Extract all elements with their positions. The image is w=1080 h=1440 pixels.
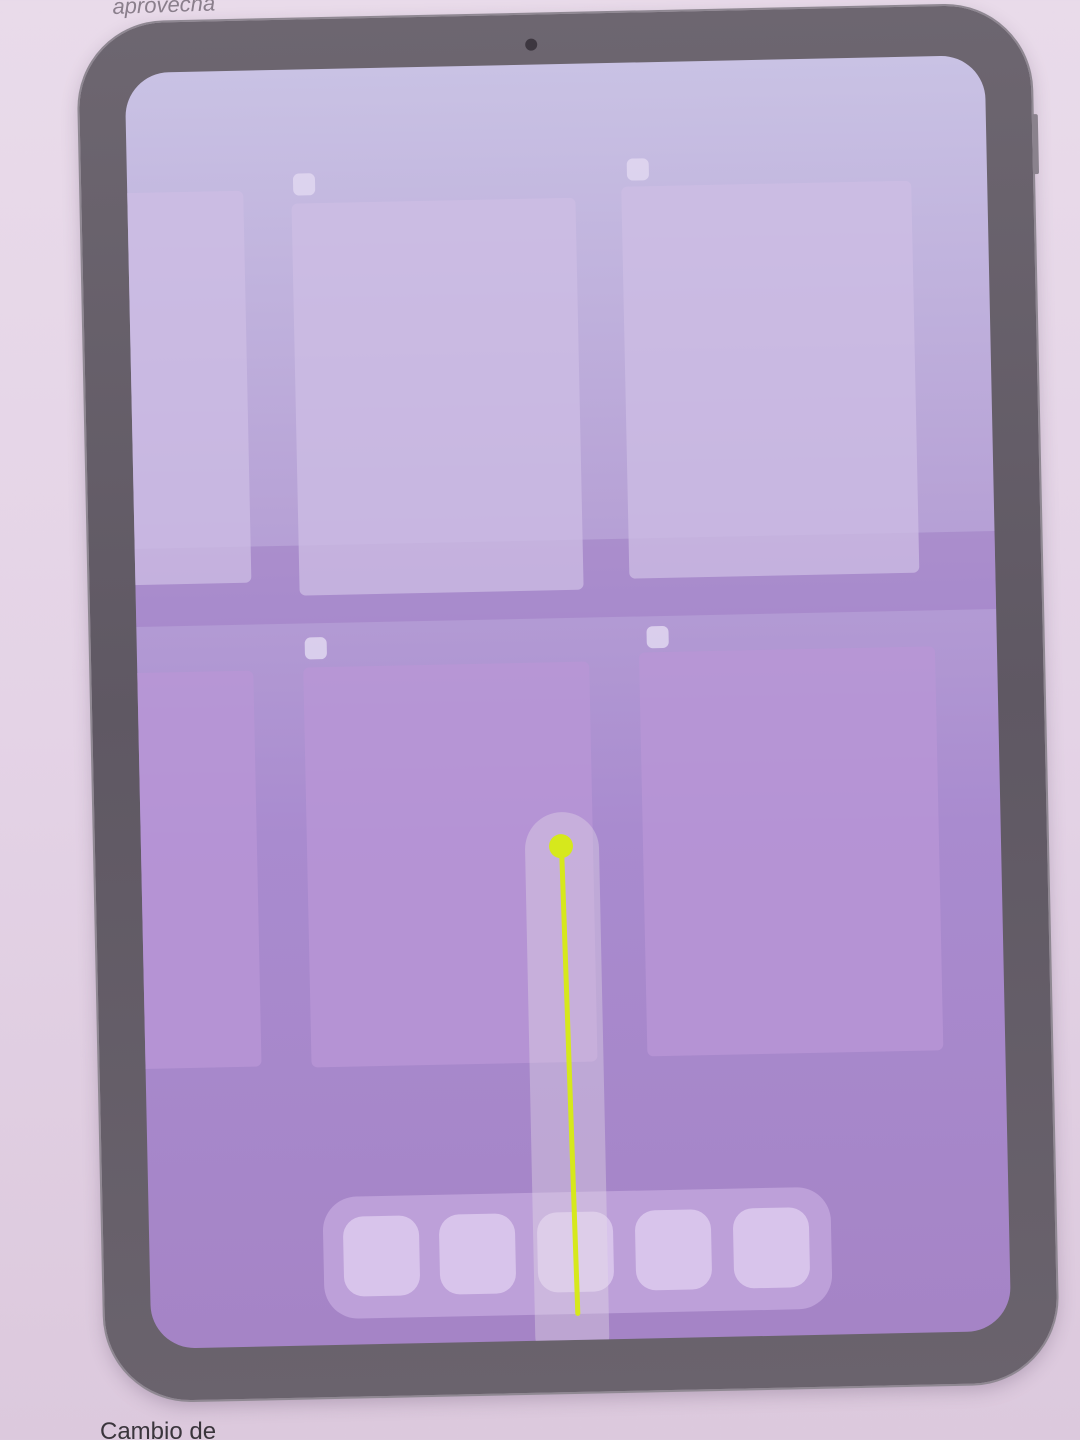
ipad-screen [124, 55, 1012, 1349]
app-card-icon [292, 173, 316, 196]
page-caption-bottom: Cambio de [100, 1418, 217, 1440]
app-card-icon [626, 158, 650, 181]
app-card[interactable] [638, 646, 944, 1057]
app-card-icon [646, 625, 669, 649]
app-card[interactable] [291, 197, 584, 596]
app-card[interactable] [124, 190, 252, 586]
dock-app-icon[interactable] [732, 1207, 811, 1289]
app-card[interactable] [127, 670, 262, 1070]
dock-app-icon[interactable] [634, 1209, 713, 1291]
front-camera [525, 38, 538, 51]
app-card[interactable] [621, 180, 920, 579]
volume-button [1031, 114, 1040, 175]
ipad-device [77, 4, 1059, 1402]
dock-app-icon[interactable] [438, 1213, 517, 1295]
dock-app-icon[interactable] [342, 1215, 421, 1297]
app-card-icon [304, 637, 328, 660]
page-caption-top: aprovecha [112, 0, 216, 19]
